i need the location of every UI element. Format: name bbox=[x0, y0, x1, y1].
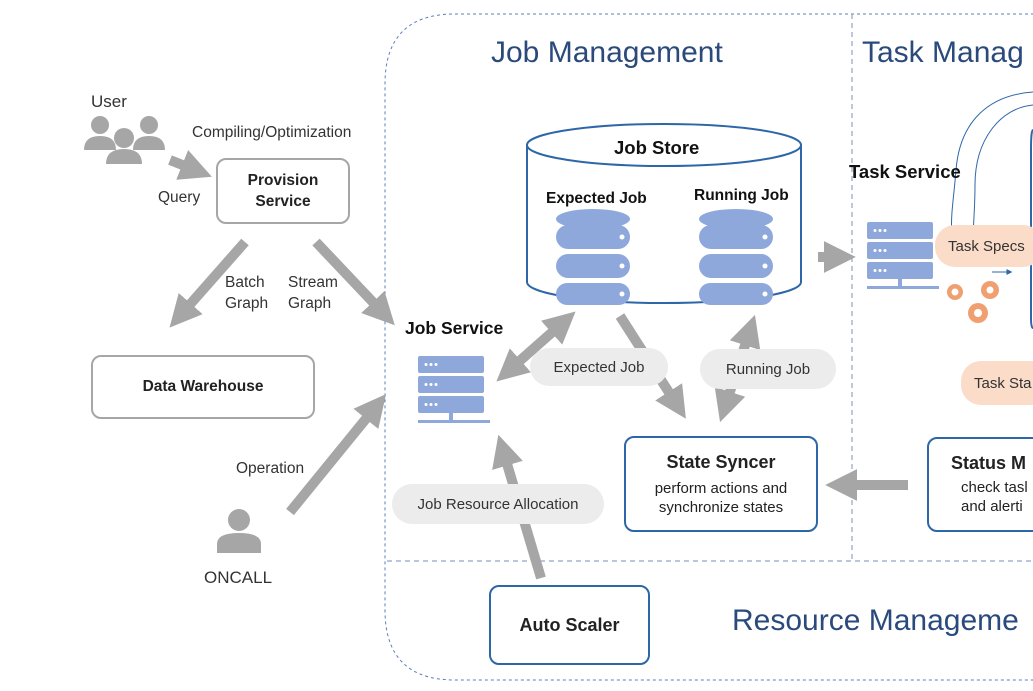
management-region-border bbox=[384, 13, 1033, 681]
provision-service-line1: Provision bbox=[247, 172, 319, 189]
operation-label: Operation bbox=[236, 460, 305, 477]
arrow-user-to-provision bbox=[168, 150, 212, 180]
data-warehouse-label: Data Warehouse bbox=[142, 378, 264, 395]
state-syncer-desc-line1: perform actions and bbox=[654, 479, 788, 497]
query-label: Query bbox=[158, 189, 201, 206]
task-service-label: Task Service bbox=[849, 161, 961, 182]
server-icon bbox=[418, 356, 490, 423]
oncall-label: ONCALL bbox=[204, 568, 273, 587]
expected-job-db-label: Expected Job bbox=[546, 190, 647, 207]
job-store-label: Job Store bbox=[614, 137, 700, 158]
user-label: User bbox=[91, 92, 127, 111]
task-specs-pill: Task Specs bbox=[935, 225, 1033, 267]
job-service-label: Job Service bbox=[405, 318, 504, 338]
compiling-label: Compiling/Optimization bbox=[192, 124, 352, 141]
status-monitor-title: Status M bbox=[951, 453, 1027, 473]
running-job-pill: Running Job bbox=[700, 349, 836, 389]
arrow-oncall-to-job-service bbox=[286, 394, 387, 516]
arrow-to-job-service bbox=[312, 238, 395, 326]
data-warehouse-box[interactable]: Data Warehouse bbox=[91, 355, 315, 419]
resource-management-title: Resource Manageme bbox=[732, 604, 1019, 637]
auto-scaler-label: Auto Scaler bbox=[519, 614, 620, 635]
task-status-pill: Task Sta bbox=[961, 361, 1033, 405]
arrow-job-service-job-store bbox=[496, 311, 576, 382]
status-monitor-desc-line1: check tasl bbox=[961, 479, 1028, 496]
gears-icon bbox=[947, 281, 999, 323]
batch-graph-line1: Batch bbox=[225, 274, 265, 291]
expected-job-pill: Expected Job bbox=[530, 348, 668, 386]
provision-service-line2: Service bbox=[255, 193, 311, 210]
task-management-title: Task Manag bbox=[862, 36, 1024, 69]
arrow-to-data-warehouse bbox=[169, 238, 249, 328]
stream-graph-line1: Stream bbox=[288, 274, 338, 291]
state-syncer-desc-line2: synchronize states bbox=[658, 498, 784, 516]
status-monitor-desc-line2: and alerti bbox=[961, 498, 1023, 515]
job-management-title: Job Management bbox=[491, 36, 723, 69]
user-group-icon bbox=[84, 116, 165, 164]
job-resource-allocation-pill: Job Resource Allocation bbox=[392, 484, 604, 524]
batch-graph-line2: Graph bbox=[225, 295, 269, 312]
status-monitor-box[interactable]: Status M check tasl and alerti bbox=[927, 437, 1033, 532]
oncall-person-icon bbox=[217, 509, 261, 553]
server-icon bbox=[867, 222, 939, 289]
state-syncer-box[interactable]: State Syncer perform actions and synchro… bbox=[624, 436, 818, 532]
auto-scaler-box[interactable]: Auto Scaler bbox=[489, 585, 650, 665]
stream-graph-label: Stream Graph bbox=[288, 272, 338, 314]
stream-graph-line2: Graph bbox=[288, 295, 332, 312]
database-icon bbox=[556, 209, 630, 305]
batch-graph-label: Batch Graph bbox=[225, 272, 268, 314]
database-icon bbox=[699, 209, 773, 305]
provision-service-box[interactable]: Provision Service bbox=[216, 158, 350, 224]
state-syncer-title: State Syncer bbox=[666, 451, 776, 472]
running-job-db-label: Running Job bbox=[694, 187, 789, 204]
